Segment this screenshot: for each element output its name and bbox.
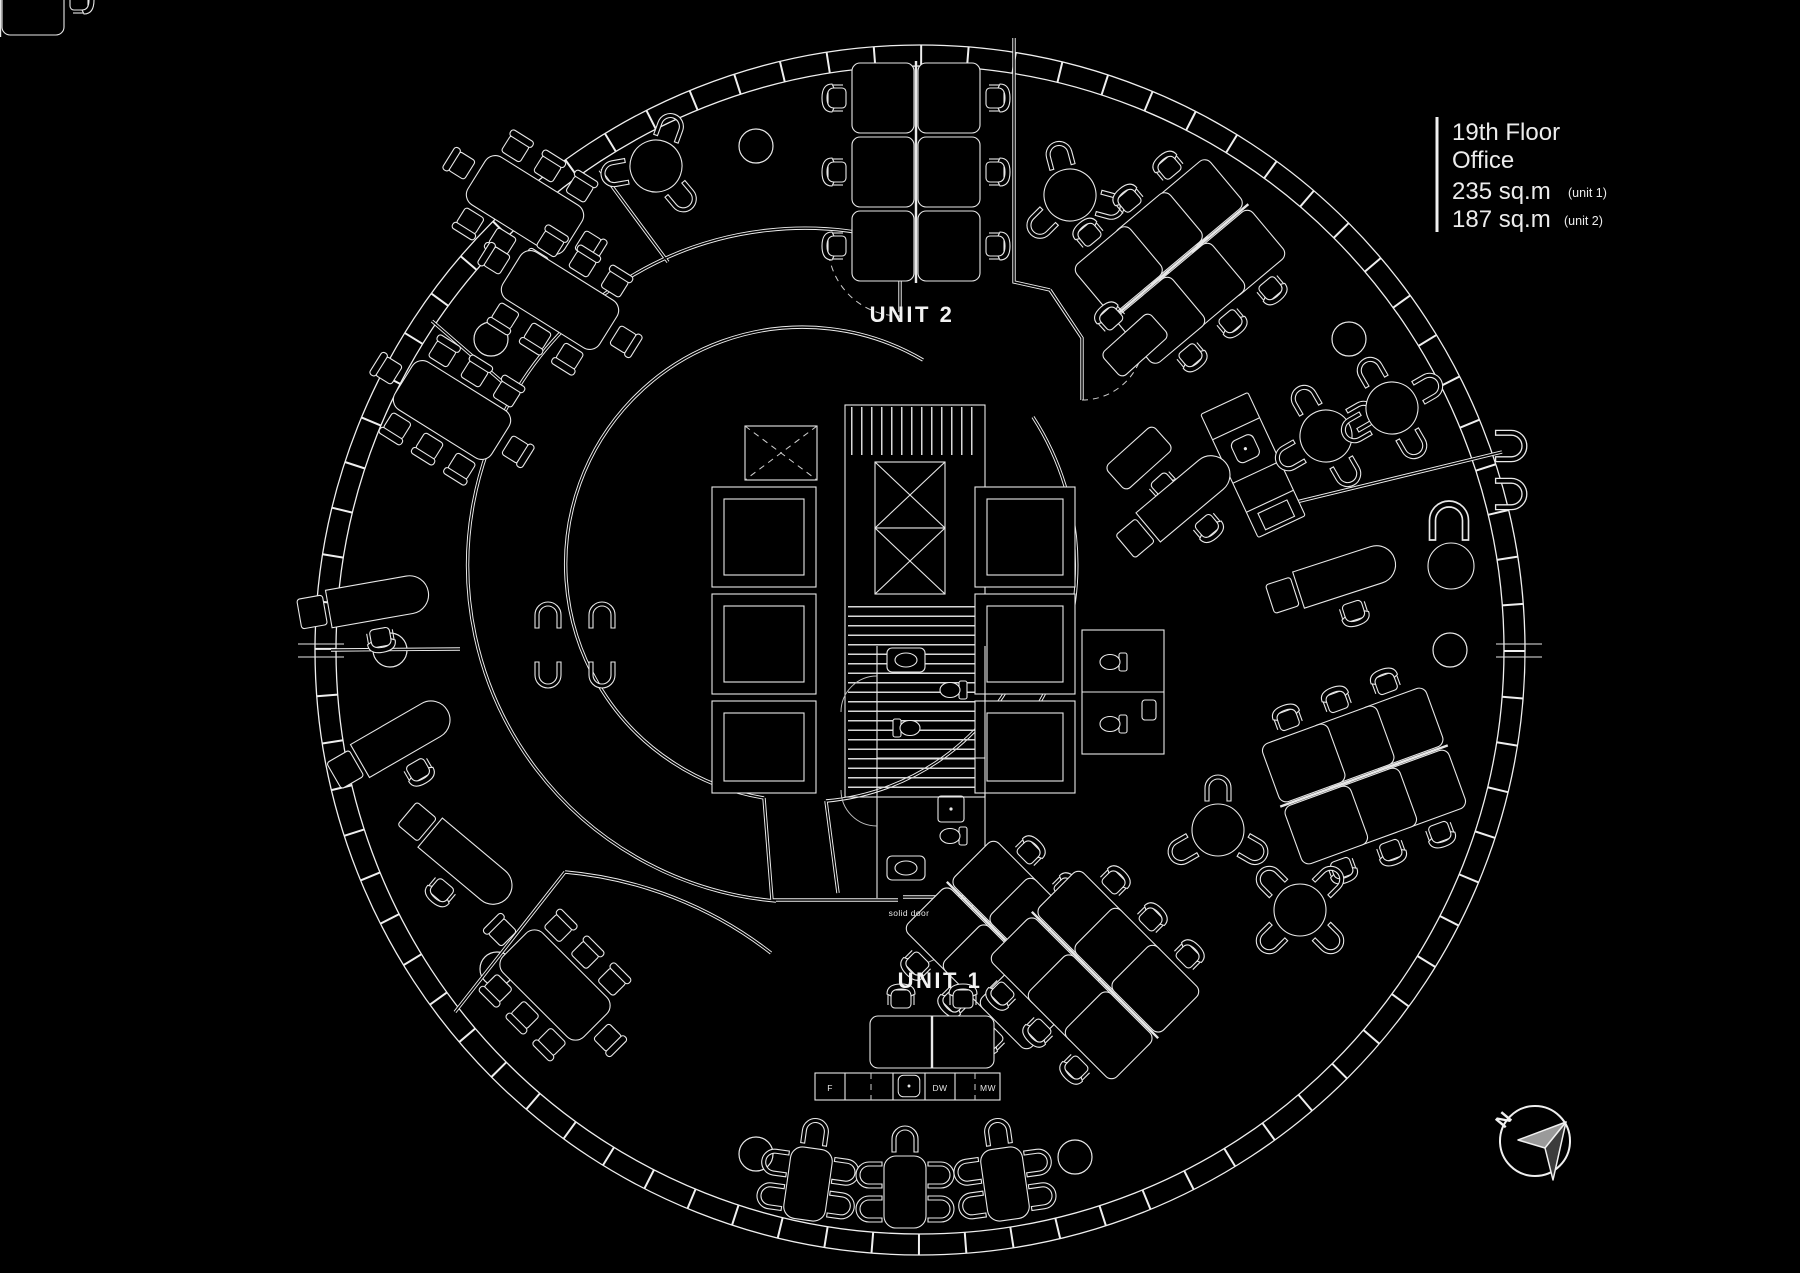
column — [1432, 632, 1468, 668]
elevator-shaft — [974, 700, 1076, 794]
elevator-shaft — [974, 593, 1076, 695]
facade-mullion-ticks — [315, 45, 1525, 1255]
area-unit2: 187 sq.m — [1452, 206, 1551, 233]
area-unit2-note: (unit 2) — [1564, 214, 1603, 228]
elevator-shaft — [711, 700, 817, 794]
door-swing — [840, 789, 878, 827]
accessible-wc — [1081, 629, 1165, 755]
sink-icon — [897, 1074, 921, 1098]
toilet-icon — [892, 718, 921, 738]
area-unit1: 235 sq.m — [1452, 178, 1551, 205]
pantry-counter: F DW MW — [814, 1072, 1001, 1101]
dishwasher-label: DW — [933, 1083, 948, 1093]
toilet-icon — [939, 826, 968, 846]
toilet-icon — [939, 680, 968, 700]
stair-core — [844, 404, 986, 798]
floor-label: 19th Floor — [1452, 119, 1560, 146]
toilet-icon — [1099, 714, 1128, 734]
column — [1057, 1139, 1093, 1175]
column — [738, 128, 774, 164]
door-swing-dashed — [1081, 337, 1145, 401]
title-block: 19th Floor Office 235 sq.m (unit 1) 187 … — [1435, 117, 1607, 233]
section-break-west — [298, 643, 344, 658]
shaft-x-box — [874, 527, 946, 595]
service-shaft — [744, 425, 818, 481]
solid-door-label: solid door — [889, 908, 930, 918]
toilet-icon — [1099, 652, 1128, 672]
building-core — [711, 404, 1165, 898]
column — [1331, 321, 1367, 357]
microwave-label: MW — [980, 1083, 996, 1093]
use-label: Office — [1452, 147, 1514, 174]
elevator-shaft — [711, 593, 817, 695]
elevator-shaft — [711, 486, 817, 588]
section-break-east — [1496, 643, 1542, 658]
elevator-bank-left — [711, 425, 818, 794]
shaft-x-box — [874, 461, 946, 529]
elevator-shaft — [974, 486, 1076, 588]
sink-icon — [886, 855, 926, 881]
unit1-furniture — [0, 0, 1528, 1228]
workstation-bench — [869, 983, 995, 1069]
unit1-label: UNIT 1 — [898, 968, 983, 993]
elevator-bank-right — [974, 486, 1076, 794]
fridge-label: F — [827, 1083, 833, 1093]
armchair-ottoman — [1427, 500, 1475, 590]
area-unit1-note: (unit 1) — [1568, 186, 1607, 200]
north-arrow-icon — [1517, 1121, 1567, 1181]
door-swing — [840, 675, 878, 713]
shower-tray — [937, 795, 965, 823]
unit2-label: UNIT 2 — [870, 302, 955, 327]
sink-icon — [1141, 699, 1157, 721]
sink-icon — [886, 647, 926, 673]
